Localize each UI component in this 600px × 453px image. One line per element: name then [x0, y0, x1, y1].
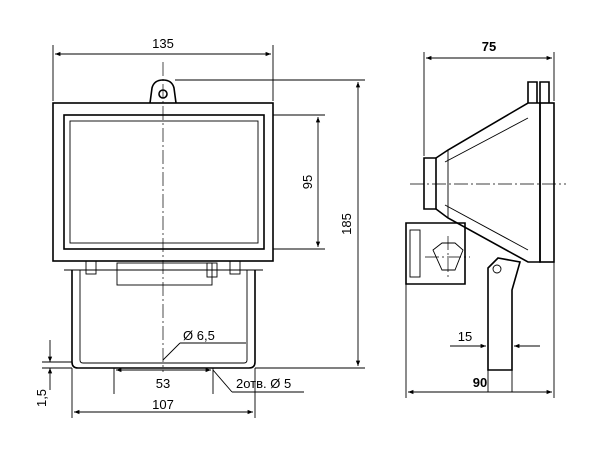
bracket-pivot — [492, 264, 502, 274]
dim-label-107: 107 — [152, 397, 174, 412]
side-lug — [527, 81, 538, 103]
glass-frame — [63, 114, 265, 250]
dim-label-185: 185 — [339, 213, 354, 235]
dim-label-1-5: 1,5 — [34, 389, 49, 407]
junction-box-lip — [409, 229, 421, 278]
lens-collar — [423, 157, 437, 210]
rear-cover — [539, 102, 555, 263]
dim-label-90: 90 — [473, 375, 487, 390]
glass-pane — [69, 120, 259, 244]
bracket-arm — [487, 257, 522, 371]
dim-label-15: 15 — [458, 329, 472, 344]
rear-box — [116, 262, 213, 286]
stand-inner — [79, 270, 248, 364]
side-view: 75 15 90 — [405, 39, 566, 398]
dim-label-95: 95 — [300, 175, 315, 189]
label-holes-note: 2отв. Ø 5 — [236, 376, 291, 391]
cone-edge-bottom — [444, 204, 529, 251]
leader-holes — [212, 369, 233, 393]
hinge-right — [229, 260, 241, 275]
dim-label-135: 135 — [152, 36, 174, 51]
front-view: 135 95 185 Ø 6,5 53 2отв. Ø 5 107 — [34, 36, 365, 418]
label-hole-diameter: Ø 6,5 — [183, 328, 215, 343]
side-lug-2 — [539, 81, 550, 103]
hex-nut — [432, 242, 464, 271]
hinge-left — [85, 260, 97, 275]
cone-body — [435, 102, 541, 263]
leader-hole-d — [162, 342, 181, 361]
cone-edge-top — [444, 117, 529, 163]
junction-box — [405, 222, 466, 285]
dim-label-53: 53 — [156, 376, 170, 391]
dim-label-75: 75 — [482, 39, 496, 54]
